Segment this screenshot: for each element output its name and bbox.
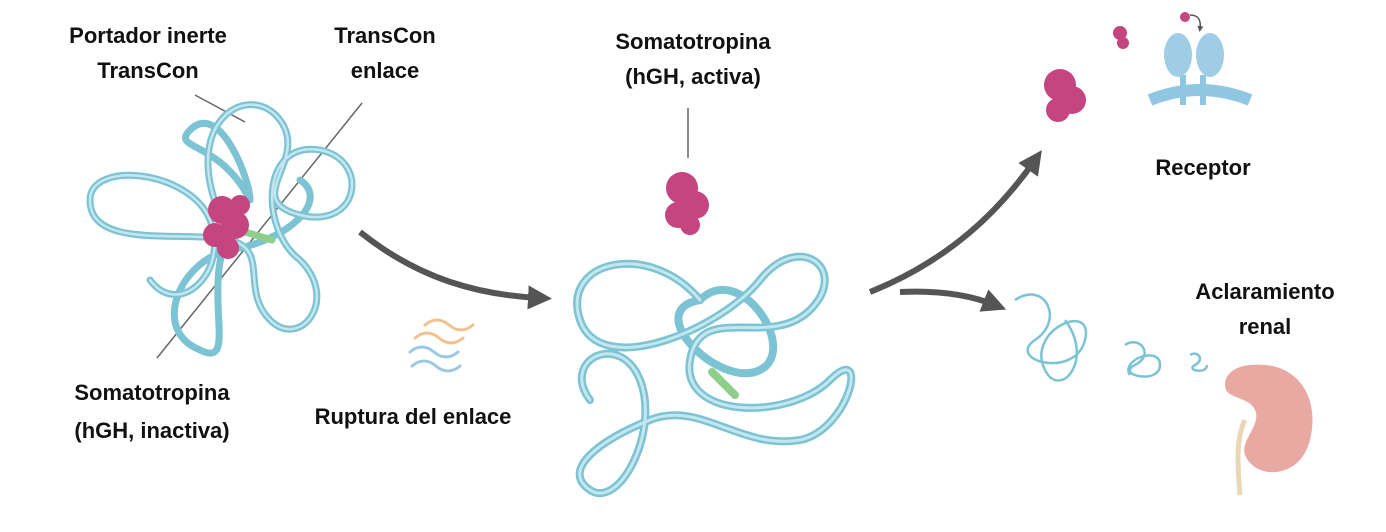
linker-leader-line bbox=[156, 102, 363, 359]
renal-label-line2: renal bbox=[1238, 314, 1292, 339]
hgh-active-protein bbox=[665, 172, 709, 235]
active-hgh-label-line2: (hGH, activa) bbox=[625, 64, 761, 89]
cleavage-wave-icon bbox=[408, 318, 475, 373]
carrier-label-line2: TransCon bbox=[97, 58, 199, 83]
linker-label-line2: enlace bbox=[350, 58, 420, 83]
hgh-inactive-protein bbox=[203, 195, 250, 259]
carrier-label: Portador inerte TransCon bbox=[69, 18, 227, 88]
carrier-label-line1: Portador inerte bbox=[69, 23, 227, 48]
degraded-carrier bbox=[1014, 293, 1209, 382]
renal-arrow bbox=[899, 288, 1007, 312]
cleavage-label: Ruptura del enlace bbox=[314, 404, 512, 429]
renal-label-line1: Aclaramiento bbox=[1195, 279, 1335, 304]
receptor-arrow bbox=[868, 150, 1042, 295]
renal-label: Aclaramiento renal bbox=[1195, 274, 1334, 344]
free-carrier bbox=[573, 252, 856, 497]
carrier-leader-line bbox=[194, 94, 246, 123]
transcon-conjugate bbox=[86, 101, 356, 357]
receptor-graphic bbox=[1044, 12, 1253, 122]
inactive-hgh-label: Somatotropina (hGH, inactiva) bbox=[74, 374, 229, 450]
kidney-icon bbox=[1225, 364, 1313, 473]
receptor-label: Receptor bbox=[1155, 155, 1251, 180]
cleavage-arrow bbox=[358, 229, 552, 310]
inactive-hgh-label-line2: (hGH, inactiva) bbox=[74, 418, 230, 443]
active-hgh-label-line1: Somatotropina bbox=[615, 29, 771, 54]
inactive-hgh-label-line1: Somatotropina bbox=[74, 380, 230, 405]
active-hgh-label: Somatotropina (hGH, activa) bbox=[615, 24, 770, 94]
linker-label-line1: TransCon bbox=[334, 23, 436, 48]
ureter bbox=[1235, 418, 1248, 496]
linker-label: TransCon enlace bbox=[334, 18, 435, 88]
